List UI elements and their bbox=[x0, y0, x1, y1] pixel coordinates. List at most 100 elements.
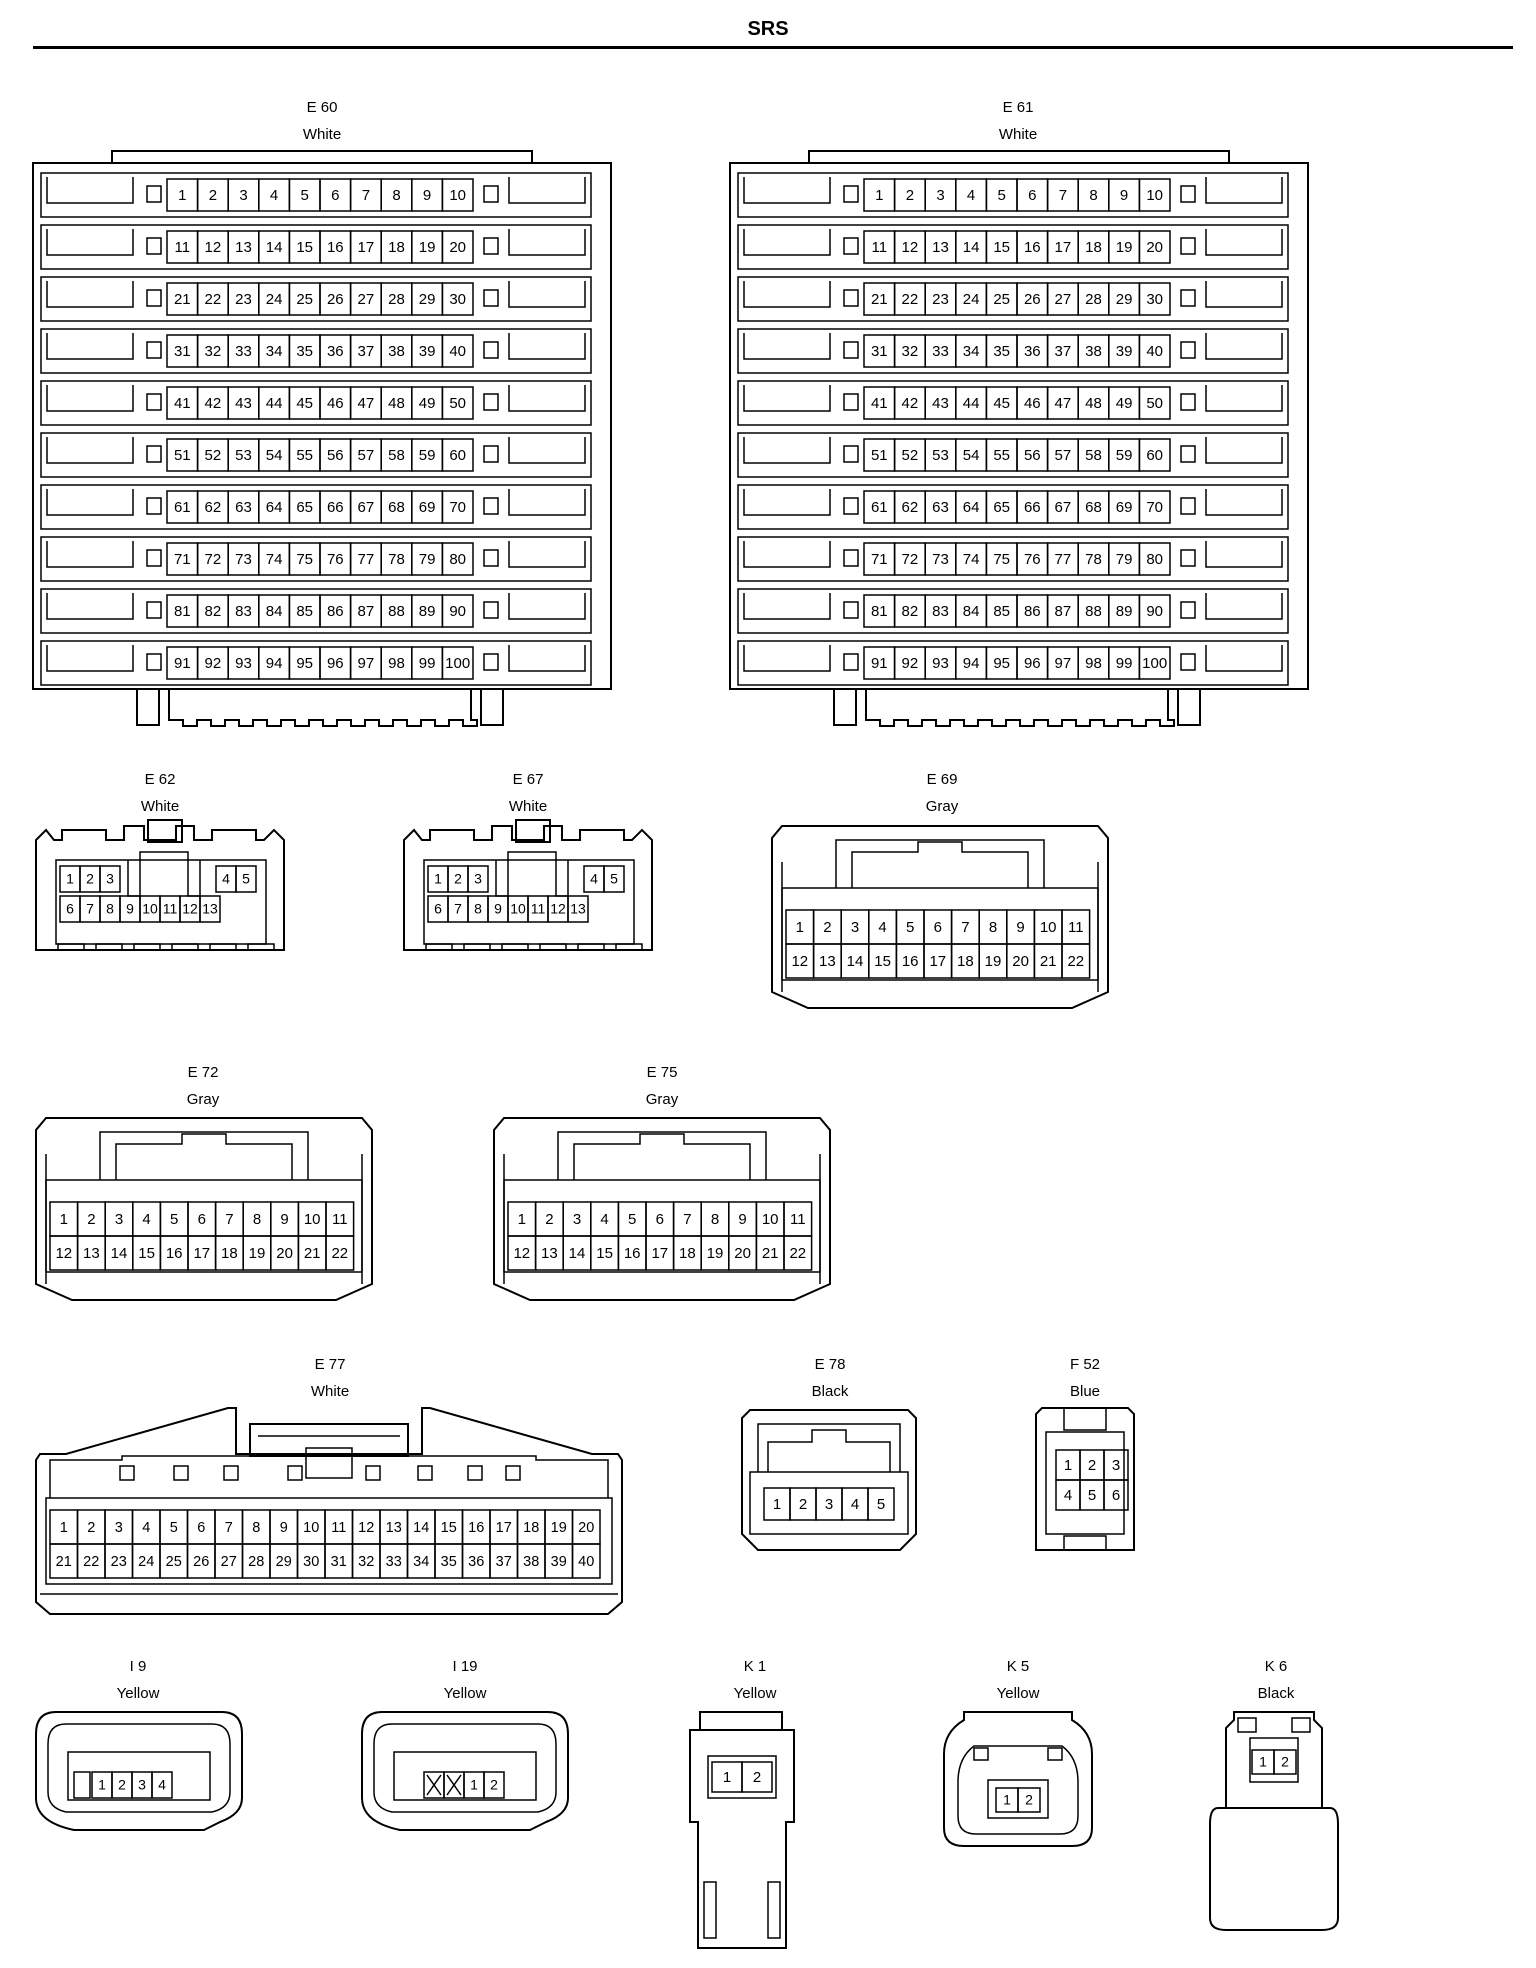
pin-number: 26 bbox=[327, 291, 344, 308]
bottom-notch bbox=[539, 943, 567, 951]
pin-row-housing bbox=[40, 172, 592, 218]
bottom-foot bbox=[480, 688, 504, 726]
pin-cell: 1 bbox=[1251, 1749, 1275, 1775]
pin-cell: 22 bbox=[76, 1543, 106, 1579]
pin-number: 43 bbox=[235, 395, 252, 412]
pin-cell: 9 bbox=[411, 178, 444, 212]
pin-number: 7 bbox=[683, 1211, 691, 1228]
pin-number: 22 bbox=[902, 291, 919, 308]
pin-number: 15 bbox=[138, 1245, 155, 1262]
pin-cell: 21 bbox=[49, 1543, 79, 1579]
pin-number: 48 bbox=[388, 395, 405, 412]
pin-box bbox=[1273, 1749, 1297, 1775]
pin-number: 68 bbox=[1085, 499, 1102, 516]
center-lock bbox=[147, 819, 183, 843]
pin-number: 19 bbox=[419, 239, 436, 256]
pin-number: 34 bbox=[413, 1554, 429, 1570]
pin-row-housing bbox=[40, 484, 592, 530]
pin-cell: 20 bbox=[1006, 943, 1036, 979]
pin-cell: 39 bbox=[1108, 334, 1141, 368]
outer-shell bbox=[35, 1407, 623, 1615]
pin-box bbox=[1138, 490, 1171, 524]
pin-number: 3 bbox=[936, 187, 944, 204]
pin-number: 6 bbox=[1028, 187, 1036, 204]
top-cap bbox=[699, 1711, 783, 1731]
row-latch bbox=[46, 437, 134, 464]
pin-box bbox=[441, 438, 474, 472]
pin-number: 7 bbox=[225, 1211, 233, 1228]
pin-cell: 73 bbox=[924, 542, 957, 576]
pin-cell: 72 bbox=[196, 542, 229, 576]
pin-number: 21 bbox=[304, 1245, 321, 1262]
pin-number: 91 bbox=[871, 655, 888, 672]
pin-cell: 97 bbox=[349, 646, 382, 680]
inner-ring bbox=[957, 1745, 1079, 1835]
pin-number: 20 bbox=[449, 239, 466, 256]
pin-cell: 1 bbox=[785, 909, 815, 945]
pin-number: 52 bbox=[902, 447, 919, 464]
pin-number: 76 bbox=[327, 551, 344, 568]
frame-notch bbox=[505, 1465, 521, 1481]
pin-box bbox=[1138, 386, 1171, 420]
pin-cell: 4 bbox=[868, 909, 898, 945]
pin-number: 83 bbox=[932, 603, 949, 620]
pin-number: 36 bbox=[468, 1554, 484, 1570]
pin-number: 23 bbox=[932, 291, 949, 308]
pin-cell: 48 bbox=[1077, 386, 1110, 420]
pin-cell: 47 bbox=[1046, 386, 1079, 420]
row-keyhole bbox=[1180, 549, 1196, 567]
pin-cell: 81 bbox=[166, 594, 199, 628]
pin-number: 11 bbox=[1068, 919, 1084, 936]
pin-number: 4 bbox=[270, 187, 278, 204]
pin-row-housing bbox=[40, 432, 592, 478]
pin-cell: 52 bbox=[893, 438, 926, 472]
row-keyhole bbox=[483, 237, 499, 255]
pin-number: 16 bbox=[468, 1520, 484, 1536]
pin-number: 85 bbox=[296, 603, 313, 620]
pin-box bbox=[1138, 438, 1171, 472]
row-keyhole bbox=[843, 393, 859, 411]
pin-cell: 14 bbox=[258, 230, 291, 264]
row-latch bbox=[46, 177, 134, 204]
pin-number: 72 bbox=[205, 551, 222, 568]
pin-cell: 7 bbox=[447, 895, 469, 923]
pin-number: 54 bbox=[963, 447, 980, 464]
connector-color: Yellow bbox=[444, 1685, 487, 1702]
pin-number: 21 bbox=[174, 291, 191, 308]
pin-cell: 43 bbox=[227, 386, 260, 420]
pin-cell: 37 bbox=[489, 1543, 519, 1579]
pin-number: 69 bbox=[1116, 499, 1133, 516]
pin-cell: 45 bbox=[288, 386, 321, 420]
bottom-notch bbox=[133, 943, 161, 951]
frame-notch bbox=[467, 1465, 483, 1481]
pin-cell: 3 bbox=[227, 178, 260, 212]
connector-id: K 5 bbox=[1007, 1658, 1030, 1675]
pin-number: 5 bbox=[242, 871, 250, 887]
pin-cell: 54 bbox=[258, 438, 291, 472]
row-latch bbox=[46, 229, 134, 256]
pin-cell: 16 bbox=[895, 943, 925, 979]
pin-cell: 25 bbox=[288, 282, 321, 316]
pin-number: 100 bbox=[445, 655, 470, 672]
pin-cell: 3 bbox=[131, 1771, 153, 1799]
row-latch bbox=[1205, 333, 1283, 360]
row-latch bbox=[743, 645, 831, 672]
pin-row-housing bbox=[737, 224, 1289, 270]
pin-number: 1 bbox=[518, 1211, 526, 1228]
pin-cell: 5 bbox=[617, 1201, 647, 1237]
inner-housing bbox=[781, 887, 1099, 981]
outer-shell bbox=[35, 825, 285, 951]
pin-number: 73 bbox=[932, 551, 949, 568]
pin-row-housing bbox=[737, 536, 1289, 582]
pin-cell: 58 bbox=[1077, 438, 1110, 472]
pin-box bbox=[1138, 646, 1171, 680]
pin-number: 50 bbox=[449, 395, 466, 412]
pin-cell: 3 bbox=[815, 1487, 843, 1521]
lock-tab bbox=[115, 1133, 293, 1180]
pin-cell: 62 bbox=[196, 490, 229, 524]
pin-cell: 22 bbox=[783, 1235, 813, 1271]
pin-number: 57 bbox=[358, 447, 375, 464]
pin-cell: 20 bbox=[728, 1235, 758, 1271]
pin-cell: 7 bbox=[1046, 178, 1079, 212]
pin-number: 21 bbox=[56, 1554, 72, 1570]
